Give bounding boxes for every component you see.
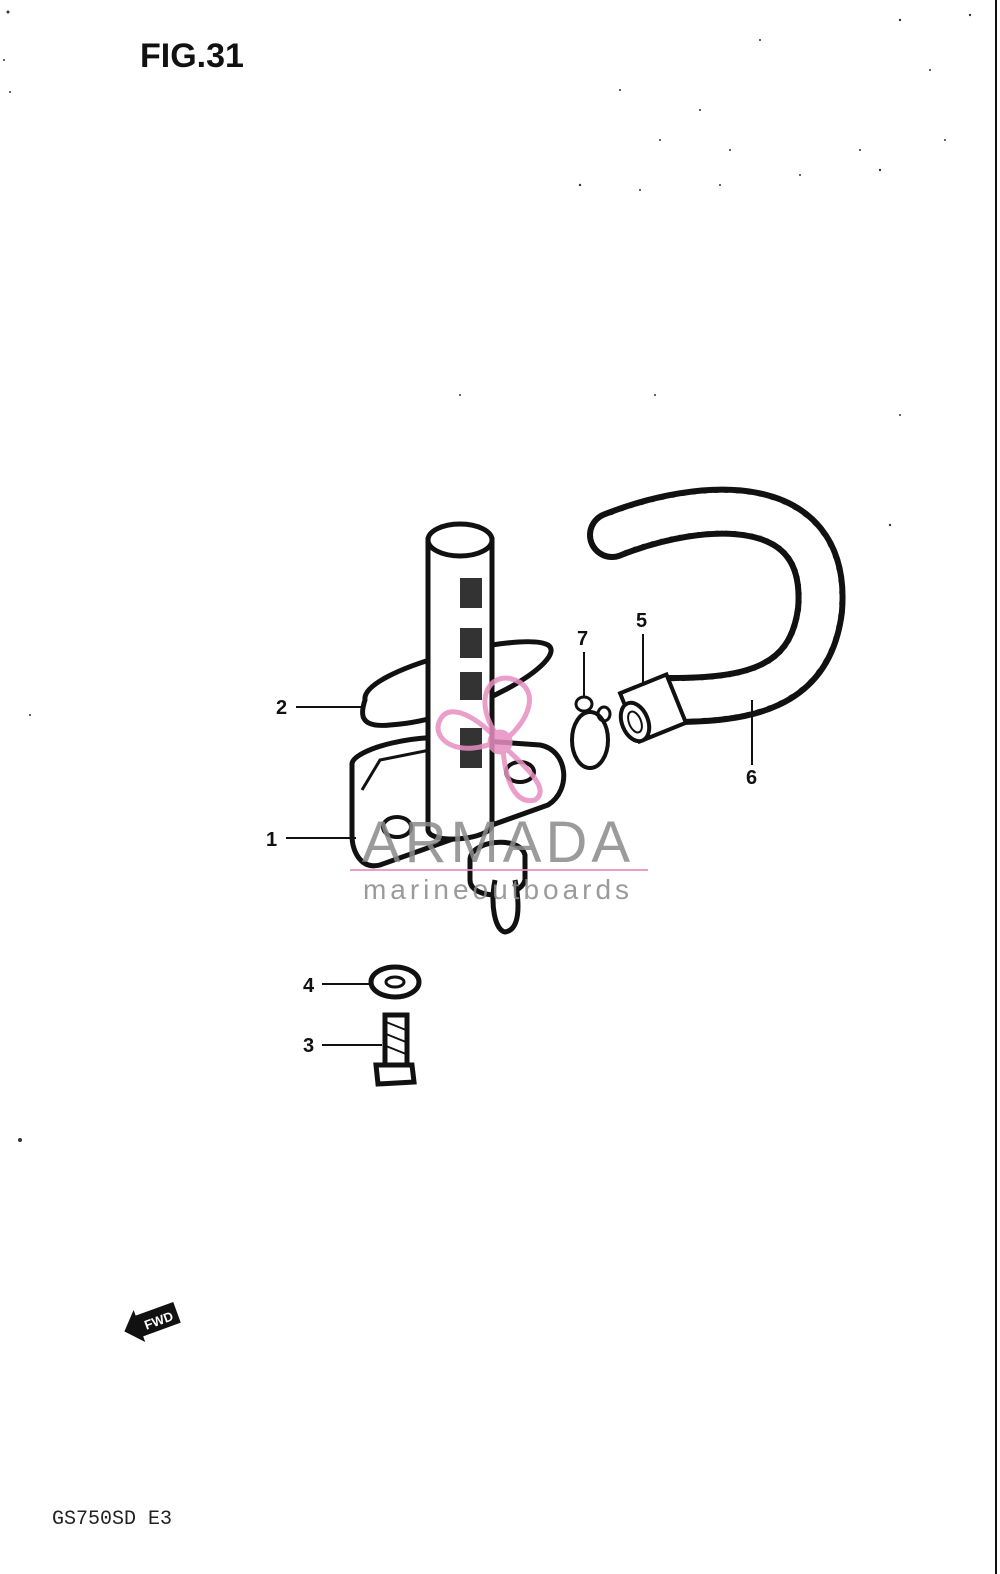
washer bbox=[368, 964, 422, 1000]
callout-7: 7 bbox=[577, 628, 588, 696]
callout-label: 6 bbox=[746, 767, 757, 789]
callout-5: 5 bbox=[636, 610, 647, 685]
fuel-cock-body bbox=[349, 521, 567, 935]
model-code: GS750SD E3 bbox=[52, 1508, 172, 1531]
fuel-hose bbox=[587, 486, 846, 725]
callout-label: 3 bbox=[303, 1035, 314, 1057]
callout-6: 6 bbox=[746, 700, 757, 789]
forward-direction-marker: FWD bbox=[124, 1301, 181, 1342]
watermark: ARMADA marineoutboards bbox=[350, 675, 648, 905]
callout-label: 1 bbox=[266, 829, 277, 851]
bolt bbox=[373, 1012, 417, 1087]
callout-4: 4 bbox=[303, 975, 370, 997]
watermark-tagline: marineoutboards bbox=[363, 874, 633, 905]
callout-label: 7 bbox=[577, 628, 588, 650]
watermark-logo-icon bbox=[435, 675, 543, 804]
callout-label: 4 bbox=[303, 975, 315, 997]
o-ring bbox=[360, 639, 554, 728]
watermark-brand: ARMADA bbox=[362, 810, 634, 875]
callout-2: 2 bbox=[276, 697, 362, 719]
callout-3: 3 bbox=[303, 1035, 382, 1057]
hose-clip bbox=[570, 695, 612, 770]
callout-1: 1 bbox=[266, 829, 356, 851]
arrow-left-icon bbox=[124, 1301, 181, 1342]
callout-label: 2 bbox=[276, 697, 287, 719]
scan-noise bbox=[3, 10, 972, 1142]
hose-end bbox=[617, 671, 689, 745]
figure-title: FIG.31 bbox=[140, 37, 244, 75]
callout-label: 5 bbox=[636, 610, 647, 632]
